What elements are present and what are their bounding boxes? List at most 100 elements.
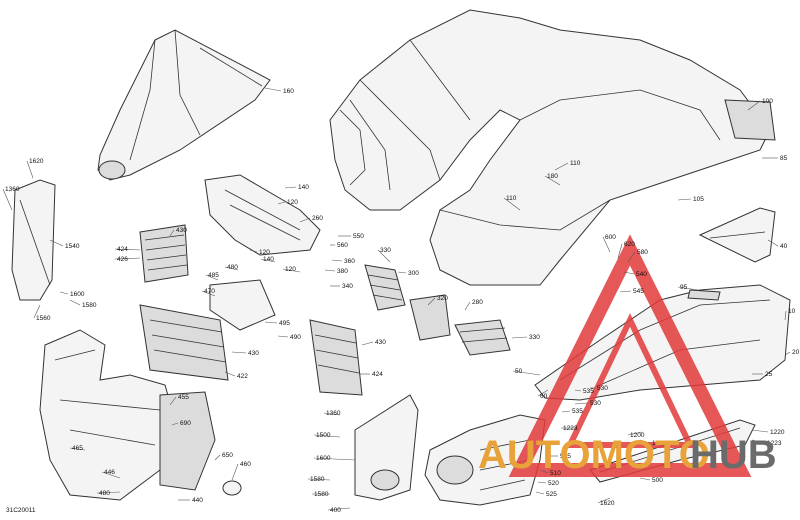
callout-label: 20 <box>792 349 800 356</box>
callout-label: 446 <box>104 469 115 476</box>
callout-leader <box>231 463 239 481</box>
callout-leader <box>397 271 407 274</box>
callout-label: 540 <box>636 271 647 278</box>
callout-leader <box>96 491 121 494</box>
callout-label: 60 <box>540 393 548 400</box>
callout-label: 480 <box>227 264 238 271</box>
callout-label: 10 <box>788 308 796 315</box>
body-panel-10 <box>329 9 776 286</box>
bumper-400 <box>39 329 216 501</box>
callout-leader <box>574 389 582 392</box>
callout-label: 100 <box>762 98 773 105</box>
callout-leader <box>623 271 635 275</box>
callout-leader <box>323 412 341 416</box>
callout-leader <box>784 351 791 356</box>
callout-leader <box>627 431 643 436</box>
callout-label: 330 <box>529 334 540 341</box>
hood-part-160 <box>97 29 271 181</box>
callout-leader <box>361 341 374 346</box>
callout-label: 340 <box>342 283 353 290</box>
callout-label: 140 <box>298 184 309 191</box>
watermark-text-automoto: AUTOMOTO <box>478 433 710 477</box>
callout-label: 535 <box>583 388 594 395</box>
callout-label: 545 <box>633 288 644 295</box>
callout-label: 490 <box>290 334 301 341</box>
callout-label: 1580 <box>314 491 329 498</box>
callout-leader <box>537 389 549 397</box>
callout-leader <box>597 497 611 504</box>
bracket-1500 <box>354 394 419 501</box>
callout-label: 535 <box>572 408 583 415</box>
callout-label: 320 <box>437 295 448 302</box>
callout-leader <box>427 297 436 306</box>
callout-label: 380 <box>337 268 348 275</box>
callout-label: 1220 <box>770 429 785 436</box>
callout-leader <box>331 259 343 262</box>
grille-300 <box>364 264 406 311</box>
callout-leader <box>264 87 282 92</box>
callout-leader <box>169 229 175 237</box>
callout-label: 120 <box>259 249 270 256</box>
callout-leader <box>224 371 236 377</box>
callout-leader <box>617 243 623 259</box>
callout-leader <box>313 457 356 461</box>
callout-leader <box>747 100 761 111</box>
callout-label: 95 <box>680 284 688 291</box>
callout-leader <box>171 422 179 426</box>
callout-label: 140 <box>263 256 274 263</box>
callout-label: 580 <box>637 249 648 256</box>
callout-label: 25 <box>765 371 773 378</box>
callout-leader <box>512 370 541 376</box>
lower-body-20 <box>534 284 791 401</box>
callout-label: 422 <box>237 373 248 380</box>
callout-label: 110 <box>570 160 581 167</box>
callout-leader <box>602 236 611 253</box>
callout-leader <box>282 268 301 273</box>
callout-leader <box>231 351 247 354</box>
grille-280 <box>409 294 511 356</box>
callout-leader <box>260 258 276 263</box>
callout-label: 530 <box>590 400 601 407</box>
callout-label: 525 <box>546 491 557 498</box>
callout-leader <box>539 469 549 474</box>
callout-label: 430 <box>176 227 187 234</box>
callout-leader <box>284 186 297 189</box>
callout-label: 550 <box>353 233 364 240</box>
callout-label: 470 <box>204 288 215 295</box>
callout-label: 85 <box>780 155 788 162</box>
callout-label: 424 <box>372 371 383 378</box>
front-fascia-500 <box>424 414 546 506</box>
callout-leader <box>214 454 221 461</box>
callout-label: 1580 <box>82 302 97 309</box>
callout-leader <box>544 175 561 186</box>
bracket-490 <box>209 279 276 331</box>
callout-label: 510 <box>550 470 561 477</box>
callout-leader <box>377 249 391 263</box>
callout-label: 1500 <box>316 432 331 439</box>
callout-leader <box>554 162 569 171</box>
callout-label: 120 <box>287 199 298 206</box>
callout-label: 426 <box>117 256 128 263</box>
callout-label: 560 <box>337 242 348 249</box>
watermark-logo <box>508 234 752 477</box>
callout-label: 40 <box>780 243 788 250</box>
callout-leader <box>114 257 141 260</box>
side-panel-40 <box>698 207 776 263</box>
callout-leader <box>33 304 41 319</box>
bracket-260 <box>204 174 321 256</box>
callout-label: 1600 <box>70 291 85 298</box>
side-flap-1540 <box>11 179 56 301</box>
callout-label: 180 <box>547 173 558 180</box>
callout-label: 485 <box>208 272 219 279</box>
callout-leader <box>299 217 311 223</box>
callout-label: 480 <box>99 490 110 497</box>
callout-label: 1360 <box>5 186 20 193</box>
callout-leader <box>313 434 341 438</box>
callout-label: 500 <box>652 477 663 484</box>
callout-leader <box>537 481 547 484</box>
callout-label: 1223 <box>563 425 578 432</box>
callout-label: 465 <box>72 445 83 452</box>
callout-leader <box>464 301 471 311</box>
callout-leader <box>101 471 121 479</box>
